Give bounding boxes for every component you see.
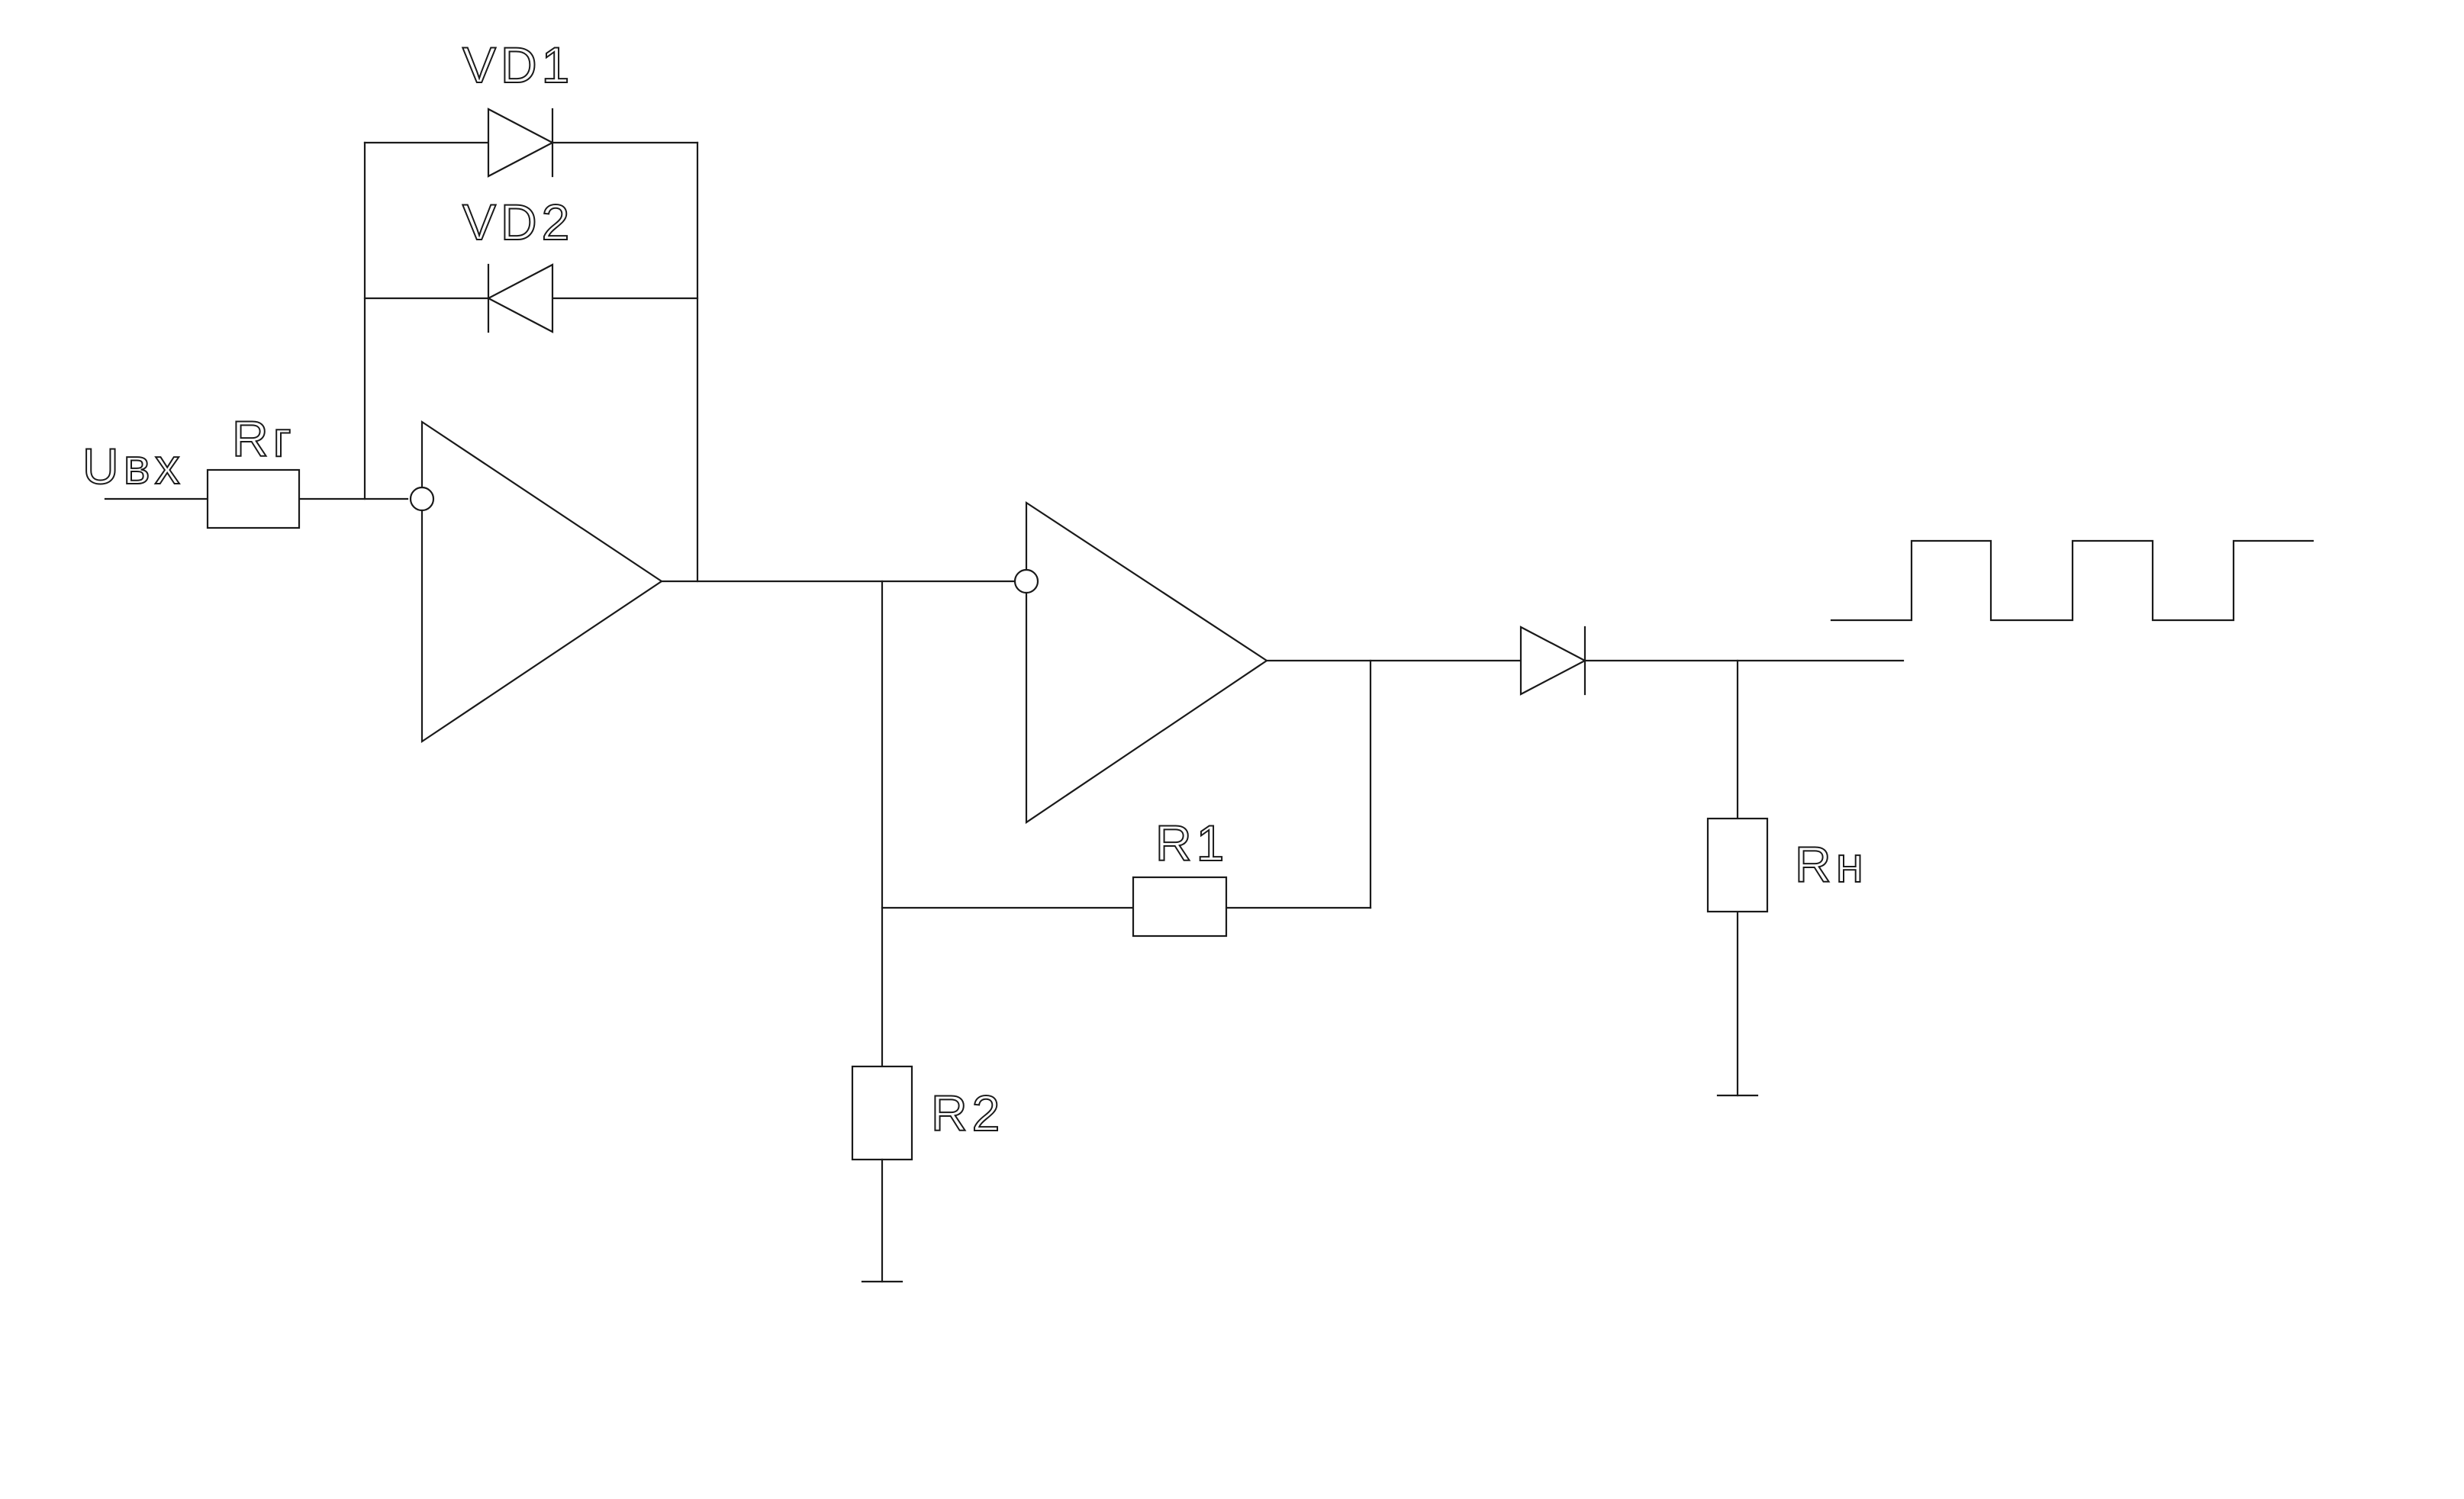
resistor-r2: [851, 1065, 913, 1161]
label-rg: Rг: [232, 410, 296, 467]
label-vd1: VD1: [462, 37, 574, 93]
label-r1: R1: [1155, 815, 1229, 871]
op-amp-1: [409, 420, 663, 744]
inverting-input-marker-2: [1013, 568, 1039, 594]
inverting-input-marker-1: [409, 486, 435, 512]
label-uin: Uвх: [82, 438, 185, 494]
diode-vd1: [487, 108, 555, 178]
output-waveform: [1830, 539, 2314, 622]
diode-feedback-wires: [363, 141, 699, 583]
resistor-rn: [1706, 817, 1769, 913]
label-vd2: VD2: [462, 194, 574, 250]
diode-vd2: [486, 263, 554, 333]
ground-r2: [861, 1158, 903, 1283]
op-amp-2: [1013, 500, 1268, 825]
label-rn: Rн: [1795, 836, 1868, 893]
label-r2: R2: [931, 1085, 1004, 1141]
resistor-r1: [1132, 876, 1228, 938]
resistor-rg: [206, 468, 301, 529]
output-diode: [1519, 626, 1587, 696]
interstage-wire: [660, 580, 1372, 1068]
output-wire: [1265, 659, 1905, 1097]
